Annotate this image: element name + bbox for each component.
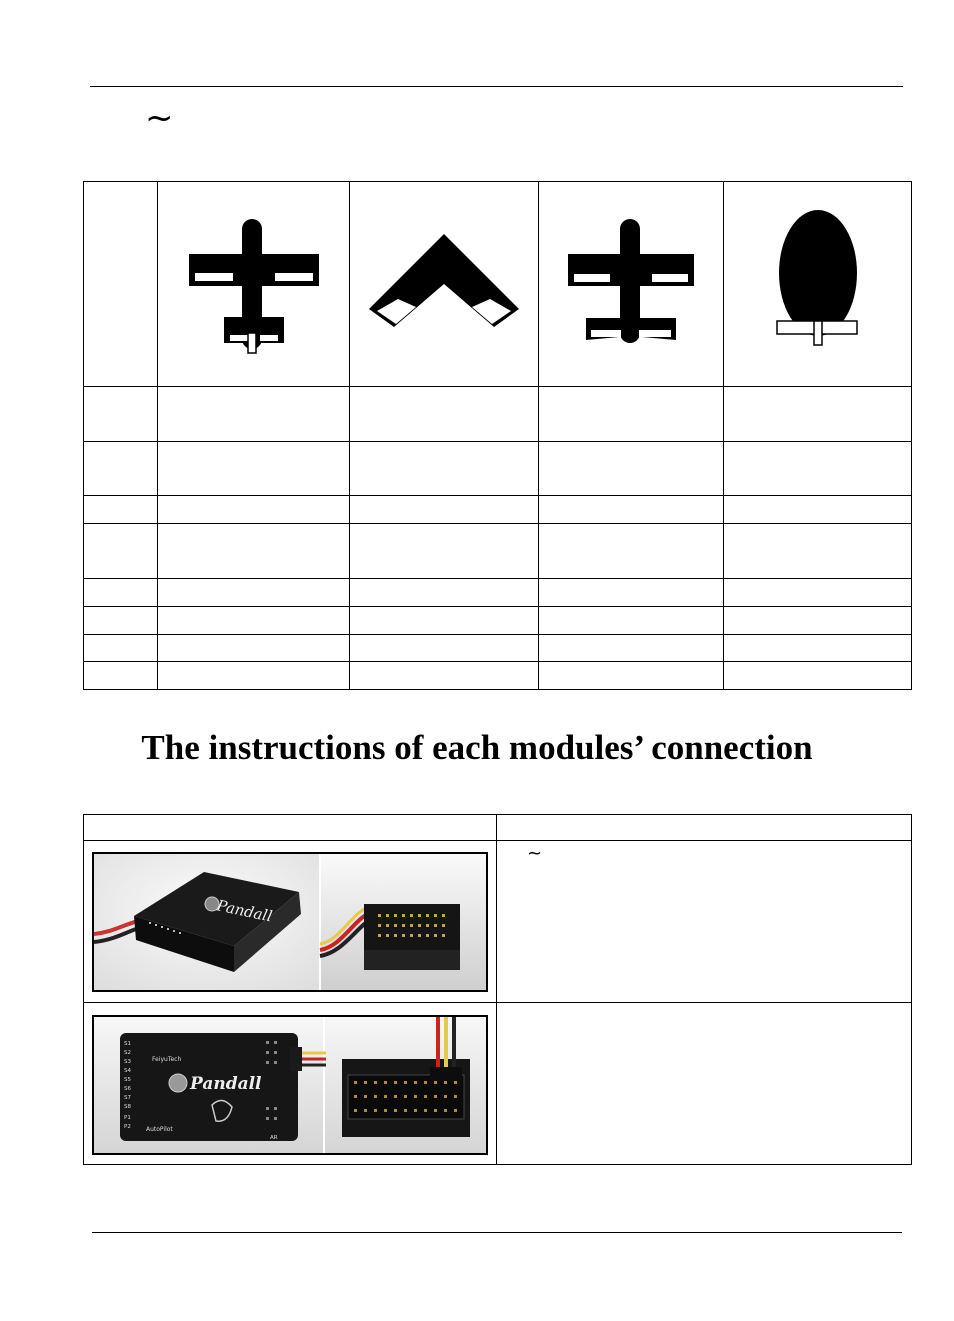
table-row <box>83 495 912 524</box>
table-cell <box>538 661 724 690</box>
pandaii-autopilot-top-photo: S1 S2 S3 S4 S5 S6 S7 S8 P1 P2 AR FeiyuTe… <box>94 1017 486 1153</box>
table-cell <box>496 1002 912 1165</box>
table-cell <box>723 578 912 607</box>
table-cell <box>157 661 350 690</box>
table-cell <box>723 661 912 690</box>
table-cell <box>157 386 350 442</box>
table-cell <box>723 606 912 635</box>
table-cell <box>723 181 912 387</box>
tilde-symbol: ~ <box>145 98 174 138</box>
pin-label: P2 <box>124 1124 131 1130</box>
table-row <box>83 578 912 607</box>
pin-label: S6 <box>124 1086 131 1092</box>
autopilot-photo-frame: S1 S2 S3 S4 S5 S6 S7 S8 P1 P2 AR FeiyuTe… <box>92 1015 488 1155</box>
table-cell: ~ <box>496 840 912 1003</box>
table-cell <box>349 523 539 579</box>
pandaii-autopilot-side-photo: Pandall <box>94 854 486 990</box>
pin-label: S5 <box>124 1077 131 1083</box>
flying-wing-icon <box>369 234 519 327</box>
footer-rule <box>92 1232 902 1233</box>
table-cell <box>349 181 539 387</box>
pin-label: S7 <box>124 1095 131 1101</box>
airship-icon <box>775 210 858 346</box>
table-cell <box>723 634 912 662</box>
table-header-cell <box>83 814 497 841</box>
side-label: AR <box>270 1135 278 1141</box>
table-cell <box>538 181 724 387</box>
model-label: AutoPilot <box>146 1126 173 1133</box>
brand-logo: Pandall <box>189 1074 262 1094</box>
table-cell <box>349 634 539 662</box>
table-row <box>83 441 912 496</box>
table-cell <box>723 495 912 524</box>
table-cell <box>83 523 158 579</box>
table-cell <box>83 386 158 442</box>
table-cell <box>538 578 724 607</box>
pin-label: S4 <box>124 1068 131 1074</box>
table-row <box>83 634 912 662</box>
table-cell <box>538 386 724 442</box>
pin-label: S2 <box>124 1050 131 1056</box>
pin-label: S8 <box>124 1104 131 1110</box>
icon-row <box>83 181 912 387</box>
table-cell <box>538 495 724 524</box>
aircraft-type-table <box>83 181 912 690</box>
table-cell <box>538 441 724 496</box>
table-cell <box>538 606 724 635</box>
table-cell <box>538 634 724 662</box>
table-cell <box>83 661 158 690</box>
table-row <box>83 661 912 690</box>
table-cell <box>157 523 350 579</box>
v-tail-airplane-icon <box>568 219 694 343</box>
tilde-symbol: ~ <box>527 843 543 864</box>
autopilot-photo-frame: Pandall <box>92 852 488 992</box>
table-cell <box>83 181 158 387</box>
pin-label: P1 <box>124 1115 131 1121</box>
table-cell <box>83 578 158 607</box>
table-cell <box>157 495 350 524</box>
header-rule <box>90 86 903 87</box>
table-cell <box>349 441 539 496</box>
table-cell <box>349 495 539 524</box>
table-header-row <box>83 814 912 841</box>
table-cell <box>349 606 539 635</box>
table-cell <box>157 634 350 662</box>
table-cell <box>157 441 350 496</box>
table-cell <box>723 523 912 579</box>
conventional-airplane-icon <box>188 219 319 354</box>
table-cell <box>538 523 724 579</box>
table-row <box>83 386 912 442</box>
table-row <box>83 523 912 579</box>
table-cell <box>723 441 912 496</box>
maker-label: FeiyuTech <box>152 1056 181 1063</box>
table-cell <box>83 606 158 635</box>
pin-label: S1 <box>124 1041 131 1047</box>
table-header-cell <box>496 814 912 841</box>
table-cell <box>157 606 350 635</box>
table-row <box>83 606 912 635</box>
table-cell <box>349 578 539 607</box>
pin-label: S3 <box>124 1059 131 1065</box>
table-cell <box>157 181 350 387</box>
table-cell <box>83 441 158 496</box>
table-cell <box>723 386 912 442</box>
table-cell <box>349 386 539 442</box>
table-cell <box>157 578 350 607</box>
table-cell <box>349 661 539 690</box>
table-cell <box>83 495 158 524</box>
table-cell <box>83 634 158 662</box>
section-heading: The instructions of each modules’ connec… <box>141 728 813 767</box>
